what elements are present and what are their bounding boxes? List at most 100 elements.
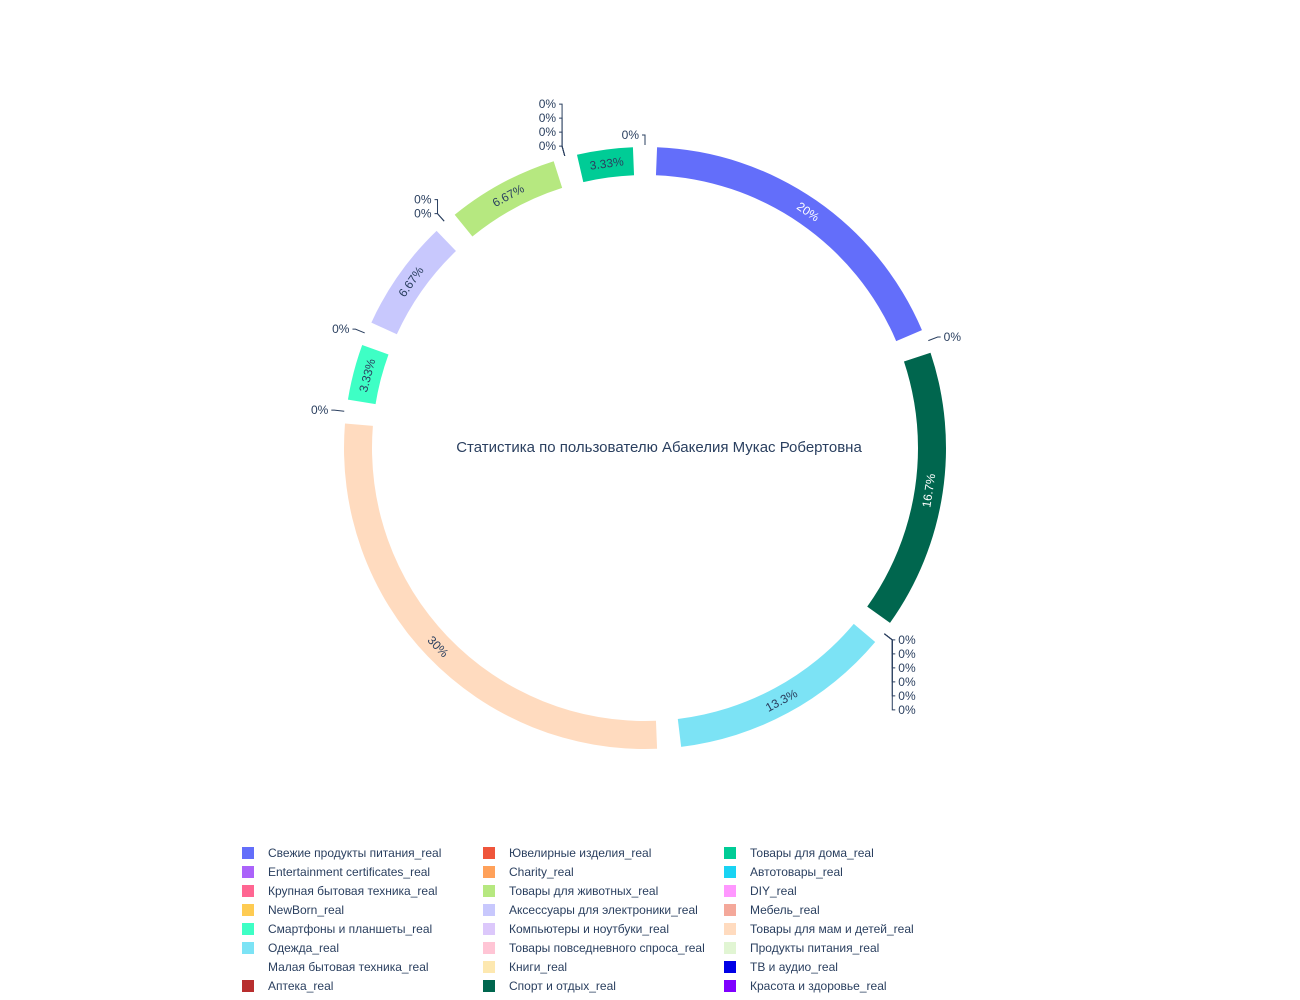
legend-item[interactable]: Одежда_real (242, 938, 339, 957)
legend-swatch (483, 979, 495, 992)
legend-item[interactable]: Спорт и отдых_real (483, 976, 616, 995)
legend-swatch (242, 903, 254, 916)
legend-item[interactable]: Товары для дома_real (724, 843, 874, 862)
legend-swatch (483, 865, 495, 878)
leader-line-красота-и-здоровье-real (642, 134, 646, 145)
slice-label-entertainment-certificates-real: 0% (944, 330, 962, 344)
legend-label: ТВ и аудио_real (750, 959, 838, 974)
legend-swatch (724, 884, 736, 897)
legend-label: Смартфоны и планшеты_real (268, 921, 433, 936)
legend-swatch (483, 941, 495, 954)
slice-label-автотовары-real: 0% (898, 689, 916, 703)
legend-swatch (483, 884, 495, 897)
legend-item[interactable]: Книги_real (483, 957, 567, 976)
legend-label: Entertainment certificates_real (268, 864, 431, 879)
slice-товары-для-животных-real[interactable] (454, 161, 563, 237)
leader-line-продукты-питания-real (434, 213, 445, 222)
legend-item[interactable]: Красота и здоровье_real (724, 976, 887, 995)
slice-аксессуары-для-электроники-real[interactable] (371, 230, 456, 335)
legend-item[interactable]: DIY_real (724, 881, 797, 900)
slice-label-красота-и-здоровье-real: 0% (622, 128, 640, 142)
slice-label-товары-для-дома-real: 3.33% (589, 154, 625, 172)
legend-item[interactable]: Товары для мам и детей_real (724, 919, 914, 938)
legend-item[interactable]: Charity_real (483, 862, 574, 881)
leader-line-мебель-real (331, 409, 345, 412)
zero-value-labels: 0%0%0%0%0%0%0%0%0%0%0%0%0%0%0%0% (311, 97, 961, 717)
pie-slices: 20%16.7%13.3%30%3.33%6.67%6.67%3.33% (344, 147, 946, 749)
legend-label: Автотовары_real (750, 864, 843, 879)
legend-swatch (724, 865, 736, 878)
slice-label-мебель-real: 0% (311, 403, 329, 417)
legend-swatch (483, 846, 495, 859)
legend-swatch (242, 922, 254, 935)
slice-label-малая-бытовая-техника-real: 0% (539, 111, 557, 125)
legend-label: Мебель_real (750, 902, 820, 917)
legend-item[interactable]: ТВ и аудио_real (724, 957, 838, 976)
slice-label-тв-и-аудио-real: 0% (539, 139, 557, 153)
legend-swatch (724, 941, 736, 954)
leader-line-diy-real (884, 633, 896, 711)
slice-label-newborn-real: 0% (898, 675, 916, 689)
leader-line-entertainment-certificates-real (928, 336, 941, 342)
legend-label: Красота и здоровье_real (750, 978, 887, 993)
slice-товары-для-дома-real[interactable] (576, 147, 635, 183)
legend-item[interactable]: Малая бытовая техника_real (242, 957, 429, 976)
legend-item[interactable]: Смартфоны и планшеты_real (242, 919, 432, 938)
legend-label: Товары для дома_real (750, 845, 874, 860)
slice-label-charity-real: 0% (898, 647, 916, 661)
legend-label: Товары для мам и детей_real (750, 921, 914, 936)
legend-swatch (242, 865, 254, 878)
leader-line-крупная-бытовая-техника-real (884, 633, 896, 669)
legend-swatch (724, 960, 736, 973)
legend-item[interactable]: Продукты питания_real (724, 938, 879, 957)
slice-спорт-и-отдых-real[interactable] (867, 352, 946, 623)
legend-label: Спорт и отдых_real (509, 978, 616, 993)
legend-label: Аптека_real (268, 978, 334, 993)
slice-label-аптека-real: 0% (539, 125, 557, 139)
legend-swatch (242, 884, 254, 897)
legend-label: DIY_real (750, 883, 797, 898)
legend-item[interactable]: Мебель_real (724, 900, 820, 919)
slice-свежие-продукты-питания-real[interactable] (655, 147, 922, 342)
slice-label-книги-real: 0% (539, 97, 557, 111)
legend-item[interactable]: Автотовары_real (724, 862, 843, 881)
legend-item[interactable]: Ювелирные изделия_real (483, 843, 651, 862)
legend-label: Ювелирные изделия_real (509, 845, 652, 860)
leader-line-товары-повседневного-спроса-real (434, 199, 445, 222)
legend-item[interactable]: Аптека_real (242, 976, 333, 995)
legend-item[interactable]: Крупная бытовая техника_real (242, 881, 437, 900)
legend-item[interactable]: Entertainment certificates_real (242, 862, 430, 881)
legend-item[interactable]: Товары для животных_real (483, 881, 658, 900)
legend-swatch (242, 846, 254, 859)
legend-item[interactable]: Компьютеры и ноутбуки_real (483, 919, 669, 938)
leader-line-компьютеры-и-ноутбуки-real (352, 328, 365, 334)
leader-line-тв-и-аудио-real (559, 145, 566, 156)
legend-item[interactable]: NewBorn_real (242, 900, 344, 919)
slice-label-товары-повседневного-спроса-real: 0% (414, 193, 432, 207)
slice-товары-для-мам-и-детей-real[interactable] (344, 423, 658, 749)
legend-swatch (724, 922, 736, 935)
leader-line-автотовары-real (884, 633, 896, 697)
leader-line-charity-real (884, 633, 896, 655)
slice-label-ювелирные-изделия-real: 0% (898, 633, 916, 647)
legend-label: Книги_real (509, 959, 568, 974)
legend-label: NewBorn_real (268, 902, 345, 917)
slice-одежда-real[interactable] (677, 623, 876, 747)
legend-label: Компьютеры и ноутбуки_real (509, 921, 670, 936)
legend-label: Товары для животных_real (509, 883, 659, 898)
legend-item[interactable]: Аксессуары для электроники_real (483, 900, 698, 919)
legend-swatch (724, 846, 736, 859)
slice-смартфоны-и-планшеты-real[interactable] (347, 344, 389, 405)
legend-swatch (483, 922, 495, 935)
legend-item[interactable]: Товары повседневного спроса_real (483, 938, 705, 957)
legend-swatch (724, 903, 736, 916)
slice-label-diy-real: 0% (898, 703, 916, 717)
legend-label: Аксессуары для электроники_real (509, 902, 698, 917)
legend-item[interactable]: Свежие продукты питания_real (242, 843, 441, 862)
chart-title: Статистика по пользователю Абакелия Мука… (456, 439, 862, 456)
legend-label: Малая бытовая техника_real (268, 959, 429, 974)
legend-swatch (242, 960, 254, 973)
slice-label-компьютеры-и-ноутбуки-real: 0% (332, 322, 350, 336)
legend-swatch (483, 960, 495, 973)
